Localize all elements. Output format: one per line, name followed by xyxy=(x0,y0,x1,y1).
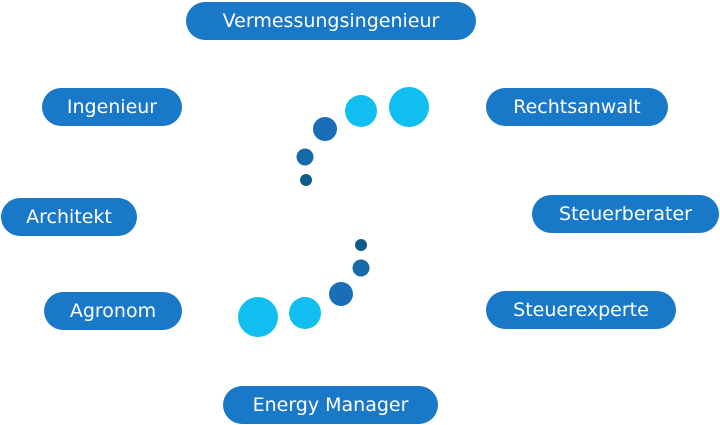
profession-pill-ingenieur: Ingenieur xyxy=(42,88,182,126)
dot-upper-5 xyxy=(300,174,312,186)
dot-upper-3 xyxy=(313,117,337,141)
dot-lower-5 xyxy=(238,297,278,337)
profession-pill-steuerexperte: Steuerexperte xyxy=(486,291,676,329)
profession-pill-steuerberater: Steuerberater xyxy=(532,195,719,233)
dot-upper-2 xyxy=(345,95,377,127)
dot-upper-1 xyxy=(389,87,429,127)
profession-pill-architekt: Architekt xyxy=(1,198,137,236)
profession-pill-rechtsanwalt: Rechtsanwalt xyxy=(486,88,668,126)
dot-lower-2 xyxy=(352,259,370,277)
dot-lower-1 xyxy=(355,239,367,251)
profession-pill-energy-manager: Energy Manager xyxy=(223,386,438,424)
profession-pill-vermessungsingenieur: Vermessungsingenieur xyxy=(186,2,476,40)
profession-pill-agronom: Agronom xyxy=(44,292,182,330)
dot-lower-4 xyxy=(289,297,321,329)
dot-lower-3 xyxy=(329,282,353,306)
dot-upper-4 xyxy=(296,148,314,166)
